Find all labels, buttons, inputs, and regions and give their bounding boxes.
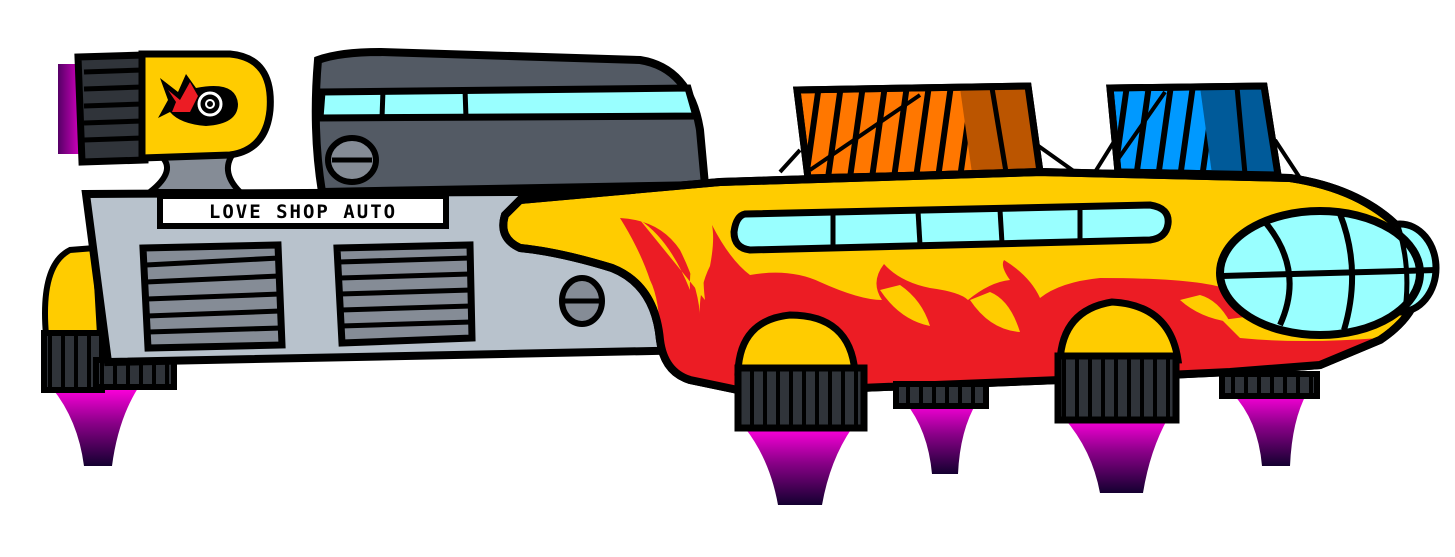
jet-engine-pod bbox=[58, 50, 274, 195]
wheel-arch-rear bbox=[1056, 298, 1183, 366]
eye-icon bbox=[197, 91, 223, 117]
sign-label: LOVE SHOP AUTO bbox=[209, 201, 397, 223]
thruster-2-housing bbox=[893, 381, 989, 409]
left-vent bbox=[139, 241, 286, 352]
thruster-plume-1 bbox=[52, 388, 138, 466]
side-window-strip bbox=[730, 201, 1172, 254]
thruster-housings bbox=[734, 352, 1320, 432]
thruster-plume-5 bbox=[1232, 393, 1307, 466]
cab bbox=[311, 47, 710, 197]
cab-window bbox=[316, 84, 701, 122]
thruster-plume-2 bbox=[745, 428, 852, 505]
thruster-plume-4 bbox=[1064, 418, 1168, 493]
thruster-plumes bbox=[52, 388, 1307, 505]
orange-crate bbox=[778, 82, 1077, 182]
right-vent bbox=[333, 241, 476, 347]
wheel-arch-front bbox=[734, 311, 859, 376]
main-body bbox=[499, 167, 1440, 395]
nose-dome bbox=[1216, 207, 1440, 339]
thruster-4-housing bbox=[1219, 371, 1320, 399]
thruster-3-housing bbox=[1054, 352, 1180, 424]
love-shop-auto-sign: LOVE SHOP AUTO bbox=[157, 193, 449, 229]
thruster-plume-3 bbox=[905, 402, 977, 474]
thruster-1-housing bbox=[734, 364, 868, 432]
blue-crate bbox=[1093, 82, 1302, 180]
